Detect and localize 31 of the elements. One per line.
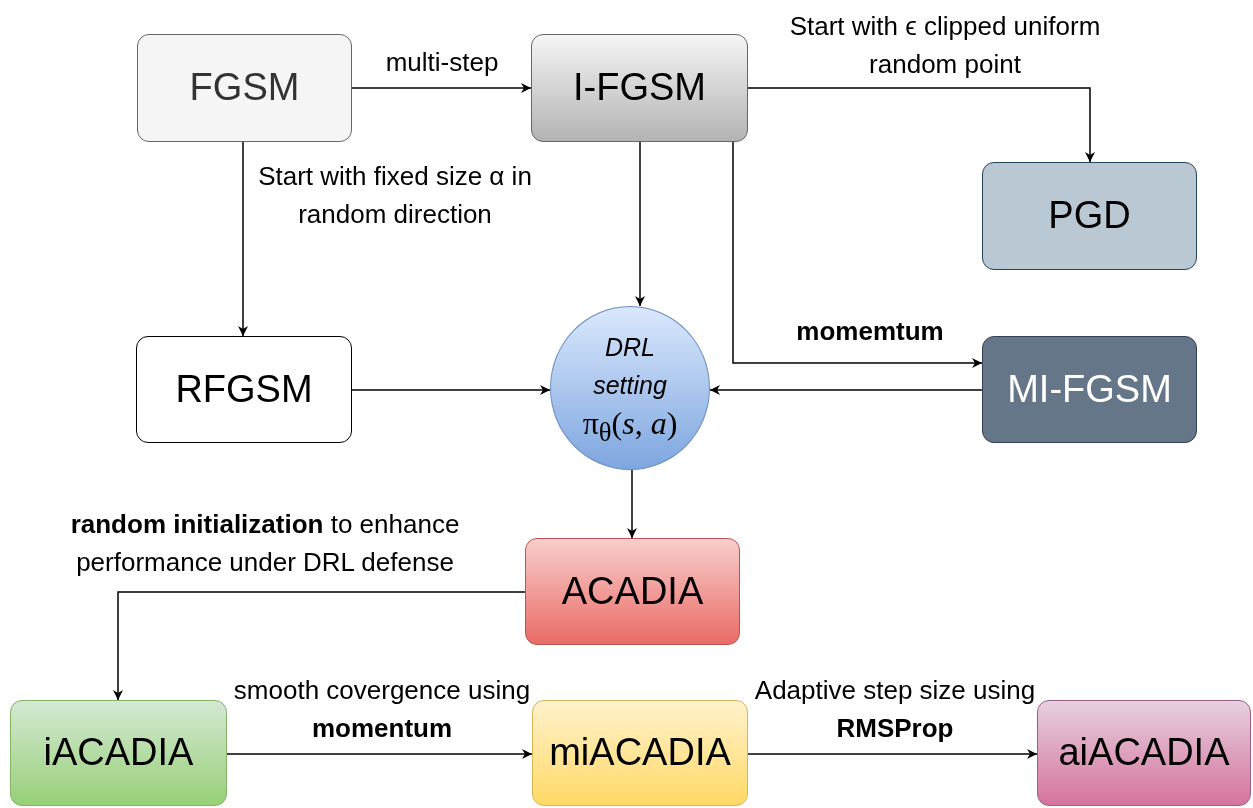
method-box: [982, 336, 1197, 443]
method-box: [1037, 700, 1251, 806]
arrow: [732, 141, 983, 368]
node-label: aiACADIA: [1058, 732, 1230, 774]
method-box: [136, 336, 352, 443]
node-label: iACADIA: [43, 732, 194, 774]
node-label: MI-FGSM: [1007, 368, 1172, 411]
arrow: [627, 469, 637, 539]
policy-formula: π$_{θ}$(s, a): [582, 405, 678, 449]
arrow: [709, 385, 983, 395]
method-box: [10, 700, 227, 806]
node-title: DRL setting: [592, 331, 668, 402]
method-box: [982, 162, 1197, 270]
method-box: [525, 538, 740, 645]
arrow: [351, 83, 532, 93]
arrow: [747, 749, 1038, 759]
node-label: FGSM: [189, 67, 300, 109]
arrow: [238, 141, 248, 337]
arrow: [113, 591, 526, 701]
method-box: [531, 34, 748, 142]
method-box: [137, 34, 352, 142]
arrow: [635, 141, 645, 307]
method-box: [532, 700, 748, 806]
arrow: [351, 385, 551, 395]
arrow: [747, 87, 1095, 163]
arrow: [226, 749, 533, 759]
node-label: PGD: [1048, 195, 1131, 237]
node-label: RFGSM: [175, 368, 313, 411]
node-label: ACADIA: [561, 570, 704, 613]
node-label: miACADIA: [549, 732, 731, 774]
node-label: I-FGSM: [573, 67, 706, 109]
